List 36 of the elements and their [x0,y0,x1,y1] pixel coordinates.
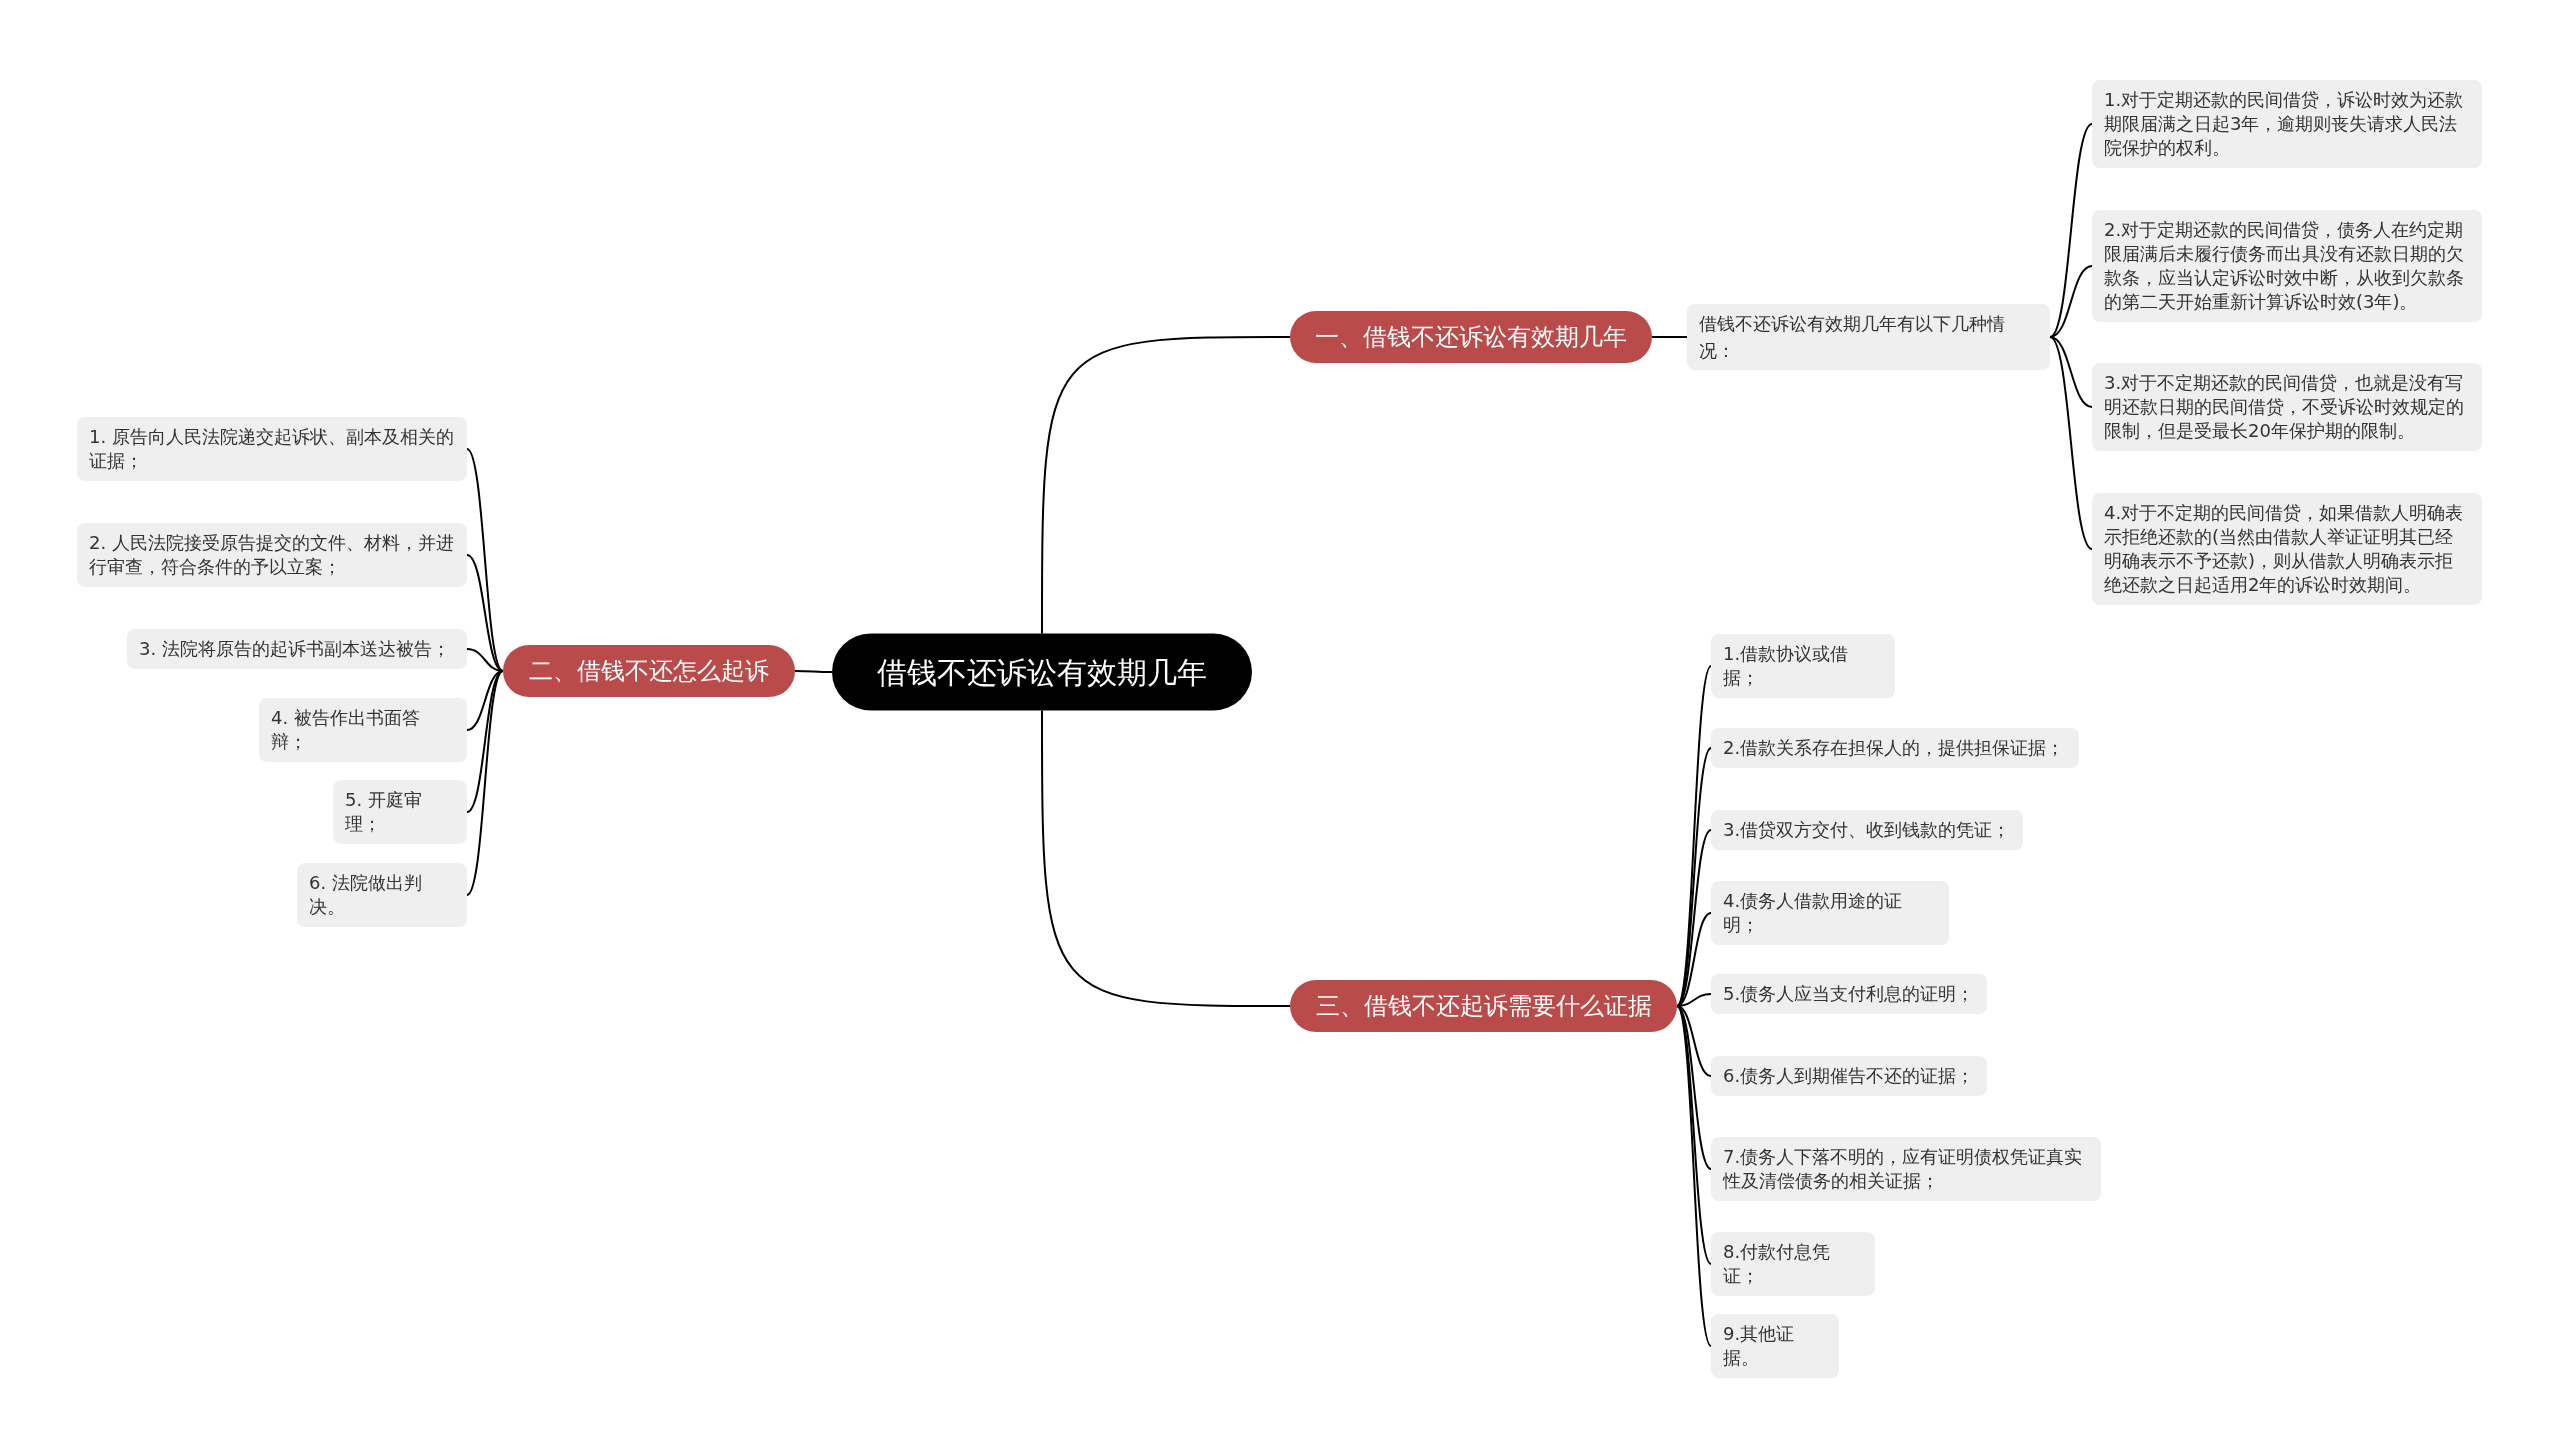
leaf-topic: 4.对于不定期的民间借贷，如果借款人明确表示拒绝还款的(当然由借款人举证证明其已经明确表示不予还款)，则从借款人明确表示拒绝还款之日起适用2年的诉讼时效期间。 [2092,493,2482,605]
leaf-topic: 5. 开庭审理； [333,780,467,844]
leaf-topic: 1.借款协议或借据； [1711,634,1895,698]
connector-line [466,670,504,896]
leaf-topic: 3.借贷双方交付、收到钱款的凭证； [1711,810,2023,850]
branch-topic: 一、借钱不还诉讼有效期几年 [1290,311,1652,363]
leaf-topic: 2.对于定期还款的民间借贷，债务人在约定期限届满后未履行债务而出具没有还款日期的欠款条，应当认定诉讼时效中断，从收到欠款条的第二天开始重新计算诉讼时效(3年)。 [2092,210,2482,322]
leaf-topic: 8.付款付息凭证； [1711,1232,1875,1296]
connector-line [2049,336,2093,550]
connector-line [2049,265,2093,338]
branch-topic: 二、借钱不还怎么起诉 [503,645,795,697]
branch-topic: 三、借钱不还起诉需要什么证据 [1290,980,1677,1032]
leaf-topic: 2. 人民法院接受原告提交的文件、材料，并进行审查，符合条件的予以立案； [77,523,467,587]
leaf-topic: 6. 法院做出判决。 [297,863,467,927]
leaf-topic: 3.对于不定期还款的民间借贷，也就是没有写明还款日期的民间借贷，不受诉讼时效规定的限制，但是受最长20年保护期的限制。 [2092,363,2482,451]
leaf-topic: 9.其他证据。 [1711,1314,1839,1378]
leaf-topic: 1.对于定期还款的民间借贷，诉讼时效为还款期限届满之日起3年，逾期则丧失请求人民法院保护的权利。 [2092,80,2482,168]
leaf-topic: 6.债务人到期催告不还的证据； [1711,1056,1987,1096]
leaf-topic: 4. 被告作出书面答辩； [259,698,467,762]
leaf-topic: 1. 原告向人民法院递交起诉状、副本及相关的证据； [77,417,467,481]
connector-line [466,554,504,672]
subtopic-box: 借钱不还诉讼有效期几年有以下几种情况： [1687,304,2050,370]
connector-line [1041,709,1291,1007]
connector-line [794,670,833,673]
leaf-topic: 5.债务人应当支付利息的证明； [1711,974,1987,1014]
leaf-topic: 7.债务人下落不明的，应有证明债权凭证真实性及清偿债务的相关证据； [1711,1137,2101,1201]
leaf-topic: 3. 法院将原告的起诉书副本送达被告； [127,629,467,669]
connector-line [466,448,504,672]
leaf-topic: 2.借款关系存在担保人的，提供担保证据； [1711,728,2079,768]
connector-line [1651,336,1688,338]
connector-line [1041,336,1291,635]
connector-line [2049,336,2093,408]
connector-line [466,670,504,731]
connector-line [2049,123,2093,338]
leaf-topic: 4.债务人借款用途的证明； [1711,881,1949,945]
central-topic: 借钱不还诉讼有效期几年 [832,633,1252,711]
